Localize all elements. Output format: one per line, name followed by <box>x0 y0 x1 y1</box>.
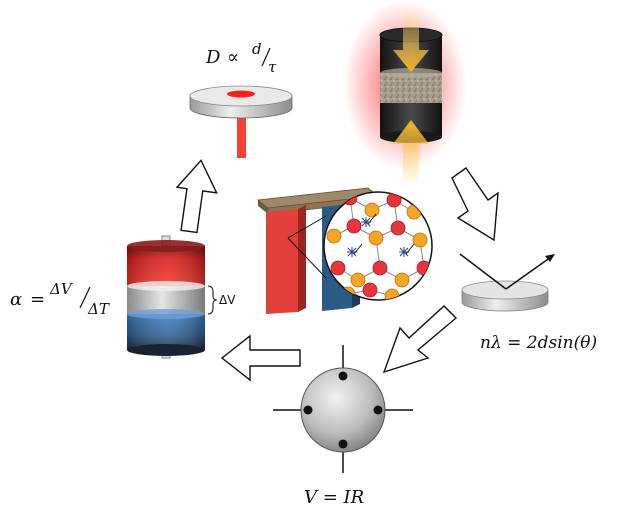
diffusivity-lhs: D <box>205 47 221 68</box>
scatter-arrow-icon <box>353 243 363 255</box>
seebeck-denominator: ΔT <box>87 300 110 318</box>
n-type-leg <box>266 209 298 314</box>
diffracted-ray-arrowhead-icon <box>545 254 555 262</box>
phonon-scatter-icon <box>399 247 409 257</box>
seebeck-numerator: ΔV <box>49 280 74 298</box>
fraction-slash <box>261 47 271 67</box>
lattice-atom <box>390 220 406 236</box>
press-arrow-down-icon <box>393 12 429 72</box>
diffracted-ray <box>505 256 552 290</box>
diffusivity-relation: ∝ <box>227 47 239 68</box>
seebeck-equals: = <box>30 289 45 310</box>
bracket-label: ΔV <box>219 293 236 307</box>
incident-ray <box>459 253 507 290</box>
cycle-arrow-press-to-xrd-icon <box>451 167 499 242</box>
diffusivity-equation: D ∝ d τ <box>205 40 277 76</box>
contact-top <box>338 371 348 381</box>
contact-left <box>303 405 313 415</box>
lattice-atom <box>412 232 428 248</box>
lattice-atom <box>350 272 366 288</box>
seebeck-fraction-slash <box>79 286 91 309</box>
diffusivity-numerator: d <box>252 40 262 58</box>
cycle-arrow-resistivity-to-seebeck-icon <box>220 334 301 382</box>
voltage-bracket <box>207 285 218 315</box>
contact-right <box>373 405 383 415</box>
hot-press-icon <box>343 0 467 182</box>
diffusivity-denominator: τ <box>268 58 277 76</box>
contact-bottom <box>338 439 348 449</box>
phonon-scatter-icon <box>361 217 371 227</box>
lattice-atom <box>416 260 432 276</box>
cycle-arrow-xrd-to-resistivity-icon <box>382 305 458 374</box>
bragg-equation: nλ = 2dsin(θ) <box>480 333 597 353</box>
van-der-pauw-sample-icon <box>273 345 413 473</box>
ohm-equation: V = IR <box>304 487 364 508</box>
lattice-atom <box>384 288 400 300</box>
cycle-arrow-seebeck-to-diffusivity-icon <box>175 159 218 234</box>
phonon-scatter-icon <box>347 247 357 257</box>
seebeck-lhs: α <box>10 289 22 310</box>
lattice-atom <box>364 202 380 218</box>
press-arrow-up-icon <box>393 120 429 182</box>
lattice-atom <box>326 228 342 244</box>
lattice-atom <box>330 260 346 276</box>
lattice-atom <box>394 272 410 288</box>
laser-spot <box>227 90 255 98</box>
lattice-atom <box>368 230 384 246</box>
lattice-atom <box>362 282 378 298</box>
lattice-atom <box>406 204 422 220</box>
scatter-arrow-icon <box>367 213 377 225</box>
laser-flash-sample-icon <box>189 85 293 158</box>
lattice-atom <box>346 218 362 234</box>
lattice-atom <box>386 192 402 208</box>
seebeck-stack-icon: ΔV <box>127 235 236 359</box>
xrd-sample-icon <box>459 253 555 312</box>
seebeck-equation: α = ΔV ΔT <box>10 280 110 318</box>
laser-beam <box>237 110 246 158</box>
lattice-atom <box>372 260 388 276</box>
scatter-arrow-icon <box>405 243 415 255</box>
